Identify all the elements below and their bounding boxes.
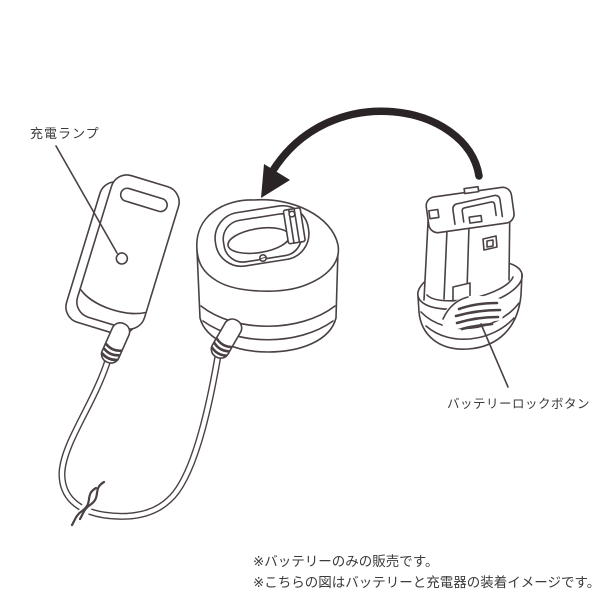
dock-body-seam-lower	[202, 320, 334, 341]
line-art-group	[55, 107, 523, 527]
dock-body-seam	[200, 305, 336, 327]
cable-outline	[58, 352, 222, 520]
dock-post-screw-icon	[288, 210, 296, 218]
footnote-attachment-image: ※こちらの図はバッテリーと充電器の装着イメージです。	[253, 575, 600, 591]
battery-lock-button-ribs	[454, 301, 502, 331]
cable-core	[59, 353, 221, 519]
battery-side-latch	[482, 235, 498, 251]
cable-break-squiggle-icon	[70, 480, 106, 527]
lock-button-leader-line	[480, 323, 509, 388]
battery-illustration	[417, 185, 523, 350]
battery-hook-inner	[461, 201, 497, 223]
charger-dock-illustration	[196, 198, 340, 359]
footnote-battery-only: ※バッテリーのみの販売です。	[253, 554, 439, 570]
battery-rail-slab	[425, 185, 515, 234]
battery-left-tab	[428, 208, 440, 220]
battery-lock-button-label: バッテリーロックボタン	[447, 396, 591, 411]
dock-front-screw-icon	[258, 254, 267, 263]
insert-arrow-head	[261, 164, 290, 198]
ac-adapter-illustration	[65, 174, 180, 364]
insert-arrow-icon	[261, 107, 483, 198]
lock-button-wedge-edge	[442, 296, 469, 320]
charge-lamp-label: 充電ランプ	[30, 127, 100, 142]
battery-cup-seam-lower	[425, 317, 515, 340]
dock-cable-boot	[210, 318, 243, 359]
battery-contact-tab	[468, 214, 483, 224]
adapter-waist-seam	[80, 289, 146, 315]
adapter-label-slot	[119, 187, 168, 213]
insert-arrow-arc	[268, 107, 483, 180]
dock-terminal-post	[282, 207, 306, 245]
dock-cavity	[214, 204, 310, 268]
charge-lamp-leader-line	[55, 145, 118, 254]
charge-lamp-indicator	[115, 252, 129, 265]
adapter-top-face	[76, 174, 180, 330]
battery-hook-outer	[452, 194, 504, 226]
adapter-boot-ribs	[100, 342, 123, 362]
battery-top-tab	[463, 185, 480, 195]
battery-ridge-lines	[443, 225, 470, 300]
adapter-cable-boot	[100, 321, 131, 364]
footnotes: ※バッテリーのみの販売です。 ※こちらの図はバッテリーと充電器の装着イメージです…	[253, 552, 600, 594]
dock-boot-ribs	[210, 337, 233, 357]
battery-step-notch	[452, 282, 471, 302]
power-cable-illustration	[58, 352, 222, 527]
